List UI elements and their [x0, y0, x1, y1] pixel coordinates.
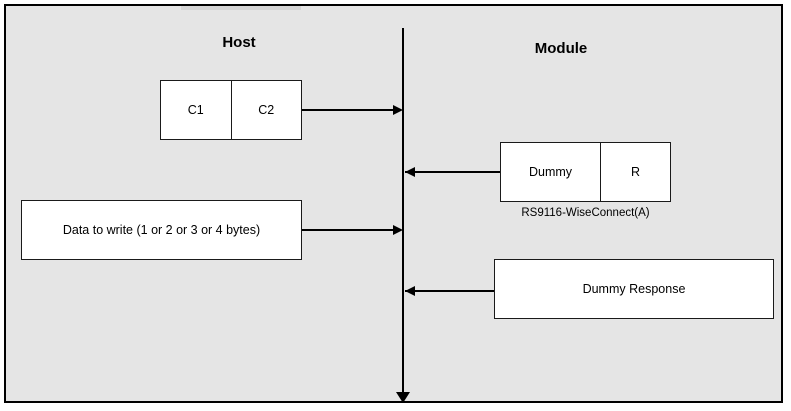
arrow-line-dummyr-to-host — [405, 171, 500, 173]
arrow-head-left-icon — [405, 166, 415, 177]
arrow-line-c1c2-to-module — [302, 109, 400, 111]
diagram-frame: Host Module C1 C2 Dummy R RS9116-WiseCon… — [4, 4, 783, 403]
message-cell-r: R — [600, 143, 670, 201]
message-box-dummy-r: Dummy R — [500, 142, 671, 202]
lifeline-arrowhead-icon — [396, 392, 410, 403]
arrow-line-dummyresponse-to-host — [405, 290, 494, 292]
message-box-dummy-response: Dummy Response — [494, 259, 774, 319]
message-cell-dummy: Dummy — [528, 165, 573, 179]
lifeline-axis — [402, 28, 404, 400]
arrow-line-datawrite-to-module — [302, 229, 400, 231]
message-cell-c1: C1 — [187, 103, 204, 117]
message-cell-data-to-write: Data to write (1 or 2 or 3 or 4 bytes) — [62, 223, 261, 237]
arrow-head-right-icon — [393, 104, 403, 115]
message-cell-c2: C2 — [230, 81, 302, 139]
caption-rs9116-wiseconnect: RS9116-WiseConnect(A) — [521, 207, 650, 219]
message-box-data-to-write: Data to write (1 or 2 or 3 or 4 bytes) — [21, 200, 302, 260]
arrow-head-left-icon — [405, 285, 415, 296]
message-cell-dummy-response: Dummy Response — [582, 282, 686, 296]
lane-title-module: Module — [534, 40, 588, 57]
message-box-c1-c2: C1 C2 — [160, 80, 302, 140]
arrow-head-right-icon — [393, 224, 403, 235]
top-border-notch — [181, 6, 301, 10]
lane-title-host: Host — [222, 34, 256, 51]
